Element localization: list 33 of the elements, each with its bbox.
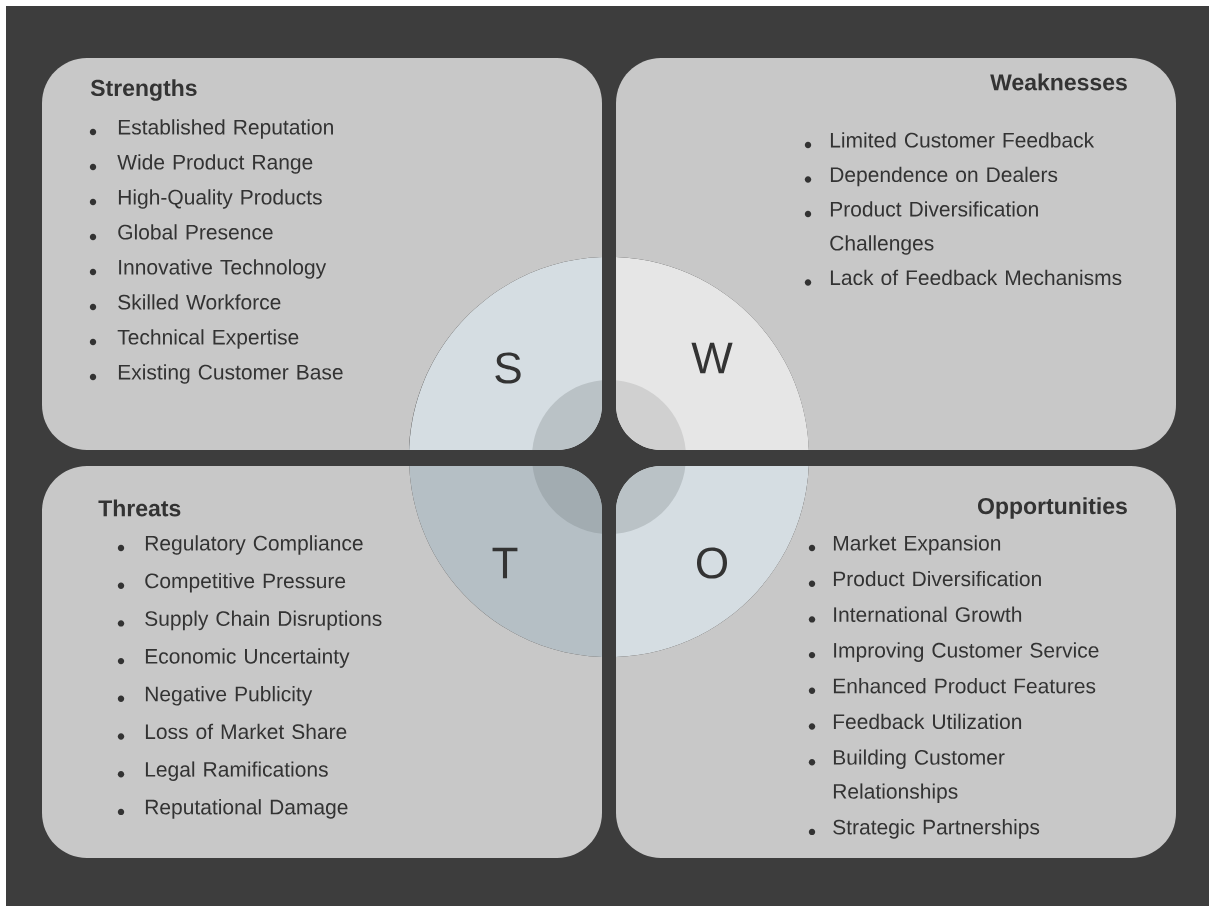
bullet-item: Skilled Workforce <box>89 294 281 311</box>
bullet-item: Regulatory Compliance <box>117 535 363 555</box>
bullet-item: Existing Customer Base <box>89 364 343 384</box>
bullet-item: Product Diversification Challenges <box>804 201 1038 255</box>
quadrant-box <box>616 58 1176 450</box>
bullet-item: Feedback Utilization <box>808 713 1022 730</box>
heading: Weaknesses <box>990 73 1127 91</box>
bullet-item: Economic Uncertainty <box>117 648 350 668</box>
bullet-item: Supply Chain Disruptions <box>117 610 382 631</box>
heading: Strengths <box>90 79 197 101</box>
bullet-item: Loss of Market Share <box>117 723 347 740</box>
bullet-item: Limited Customer Feedback <box>804 132 1095 149</box>
bullet-item: Wide Product Range <box>89 154 313 174</box>
bullet-item: Innovative Technology <box>89 259 327 279</box>
bullet-item: Dependence on Dealers <box>804 166 1058 187</box>
bullet-item: Product Diversification <box>808 570 1041 587</box>
bullet-item: Legal Ramifications <box>117 761 328 781</box>
quadrant-box <box>42 466 602 858</box>
bullet-item: Enhanced Product Features <box>808 678 1096 694</box>
bullet-item: Global Presence <box>89 224 273 241</box>
bullet-item: Market Expansion <box>808 535 1001 555</box>
bullet-item: Technical Expertise <box>89 329 299 349</box>
bullet-item: Established Reputation <box>89 119 333 139</box>
bullet-item: Improving Customer Service <box>808 642 1099 662</box>
heading: Opportunities <box>978 497 1127 519</box>
bullet-item: Reputational Damage <box>117 799 348 819</box>
bullet-item: Building Customer Relationships <box>808 749 1005 803</box>
bullet-item: High-Quality Products <box>89 189 322 209</box>
heading: Threats <box>98 499 181 517</box>
bullet-item: Competitive Pressure <box>117 572 346 593</box>
bullet-item: Negative Publicity <box>117 686 313 706</box>
bullet-item: Strategic Partnerships <box>808 819 1040 839</box>
bullet-item: International Growth <box>808 606 1022 623</box>
